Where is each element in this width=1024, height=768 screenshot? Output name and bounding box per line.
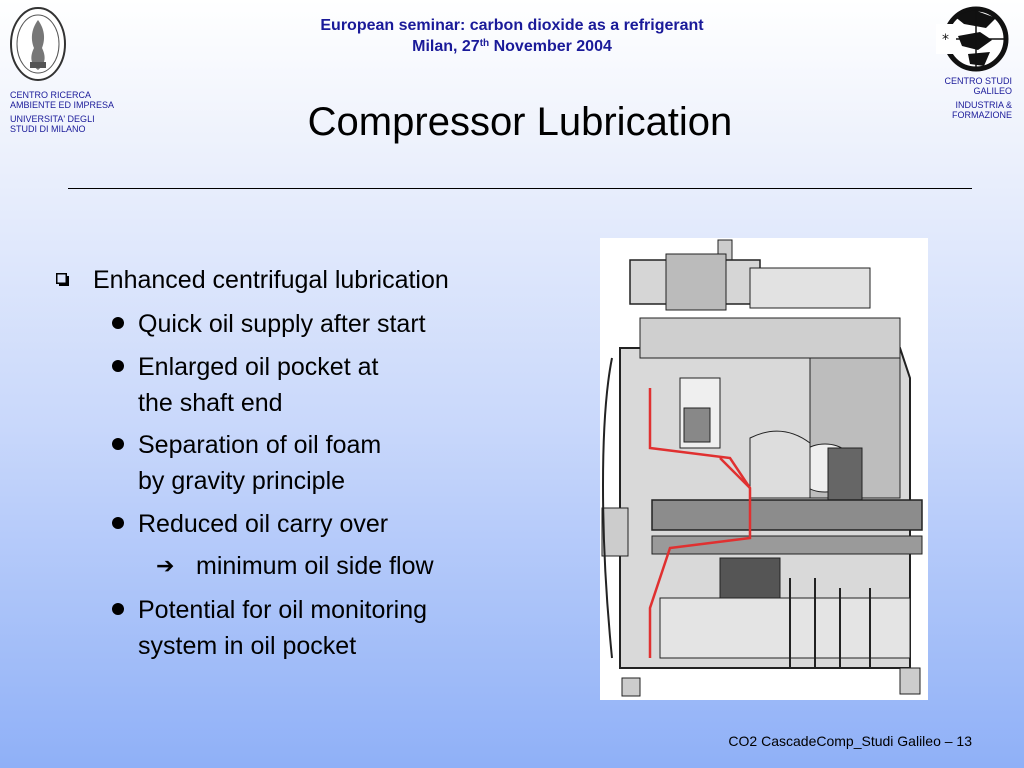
slide-footer: CO2 CascadeComp_Studi Galileo – 13 [728,733,972,749]
seminar-header: European seminar: carbon dioxide as a re… [0,15,1024,57]
checkbox-square-icon [56,273,69,286]
right-arrow-icon: ➔ [156,553,175,578]
slide-title: Compressor Lubrication [307,100,733,144]
bullet-dot-icon [112,317,124,329]
compressor-cross-section-drawing [600,238,928,700]
seminar-title: European seminar: carbon dioxide as a re… [320,17,704,34]
galileo-globe-logo: * [936,6,1009,72]
seminar-date: Milan, 27th November 2004 [412,38,612,55]
university-seal-logo [10,7,66,81]
svg-text:*: * [942,32,949,48]
bullet-dot-icon [112,603,124,615]
bullet-dot-icon [112,517,124,529]
right-organization-label: CENTRO STUDI GALILEO INDUSTRIA & FORMAZI… [944,76,1013,120]
title-divider [68,188,972,189]
bullet-dot-icon [112,438,124,450]
bullet-dot-icon [112,360,124,372]
left-organization-label: CENTRO RICERCA AMBIENTE ED IMPRESA UNIVE… [10,90,115,134]
